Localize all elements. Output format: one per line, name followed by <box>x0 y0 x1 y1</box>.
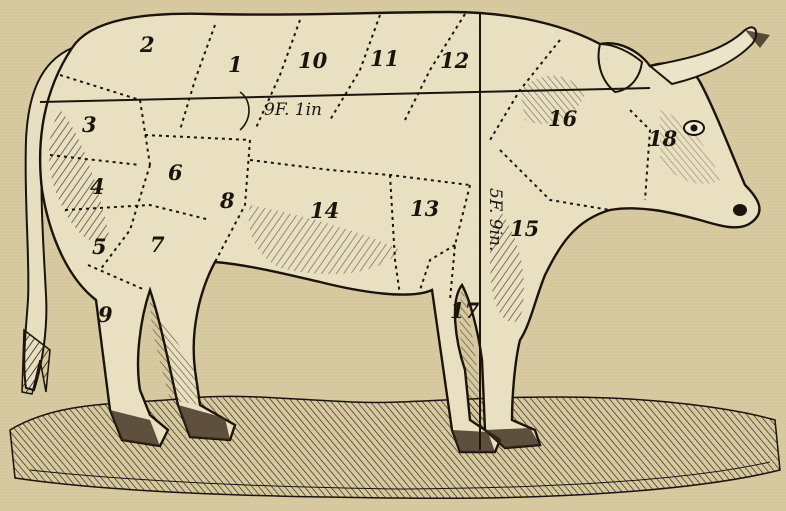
cut-label-3: 3 <box>82 114 97 135</box>
cut-label-5: 5 <box>92 236 107 257</box>
cut-label-12: 12 <box>440 50 469 71</box>
ox-pupil <box>691 125 698 132</box>
cut-label-2: 2 <box>140 34 155 55</box>
cut-label-4: 4 <box>90 176 105 197</box>
cut-label-16: 16 <box>548 108 577 129</box>
cut-label-9: 9 <box>98 304 113 325</box>
ox-nostril <box>733 204 747 216</box>
cut-label-1: 1 <box>228 54 243 75</box>
cut-label-15: 15 <box>510 218 539 239</box>
cut-label-18: 18 <box>648 128 677 149</box>
cut-label-10: 10 <box>298 50 327 71</box>
cut-label-8: 8 <box>220 190 235 211</box>
length-measure-label: 9F. 1in <box>264 102 322 119</box>
cut-label-11: 11 <box>370 48 399 69</box>
cut-label-6: 6 <box>168 162 183 183</box>
height-measure-label: 5F. 9in. <box>486 188 503 251</box>
cut-label-14: 14 <box>310 200 339 221</box>
cut-label-17: 17 <box>450 300 479 321</box>
cut-label-7: 7 <box>150 234 165 255</box>
cut-label-13: 13 <box>410 198 439 219</box>
